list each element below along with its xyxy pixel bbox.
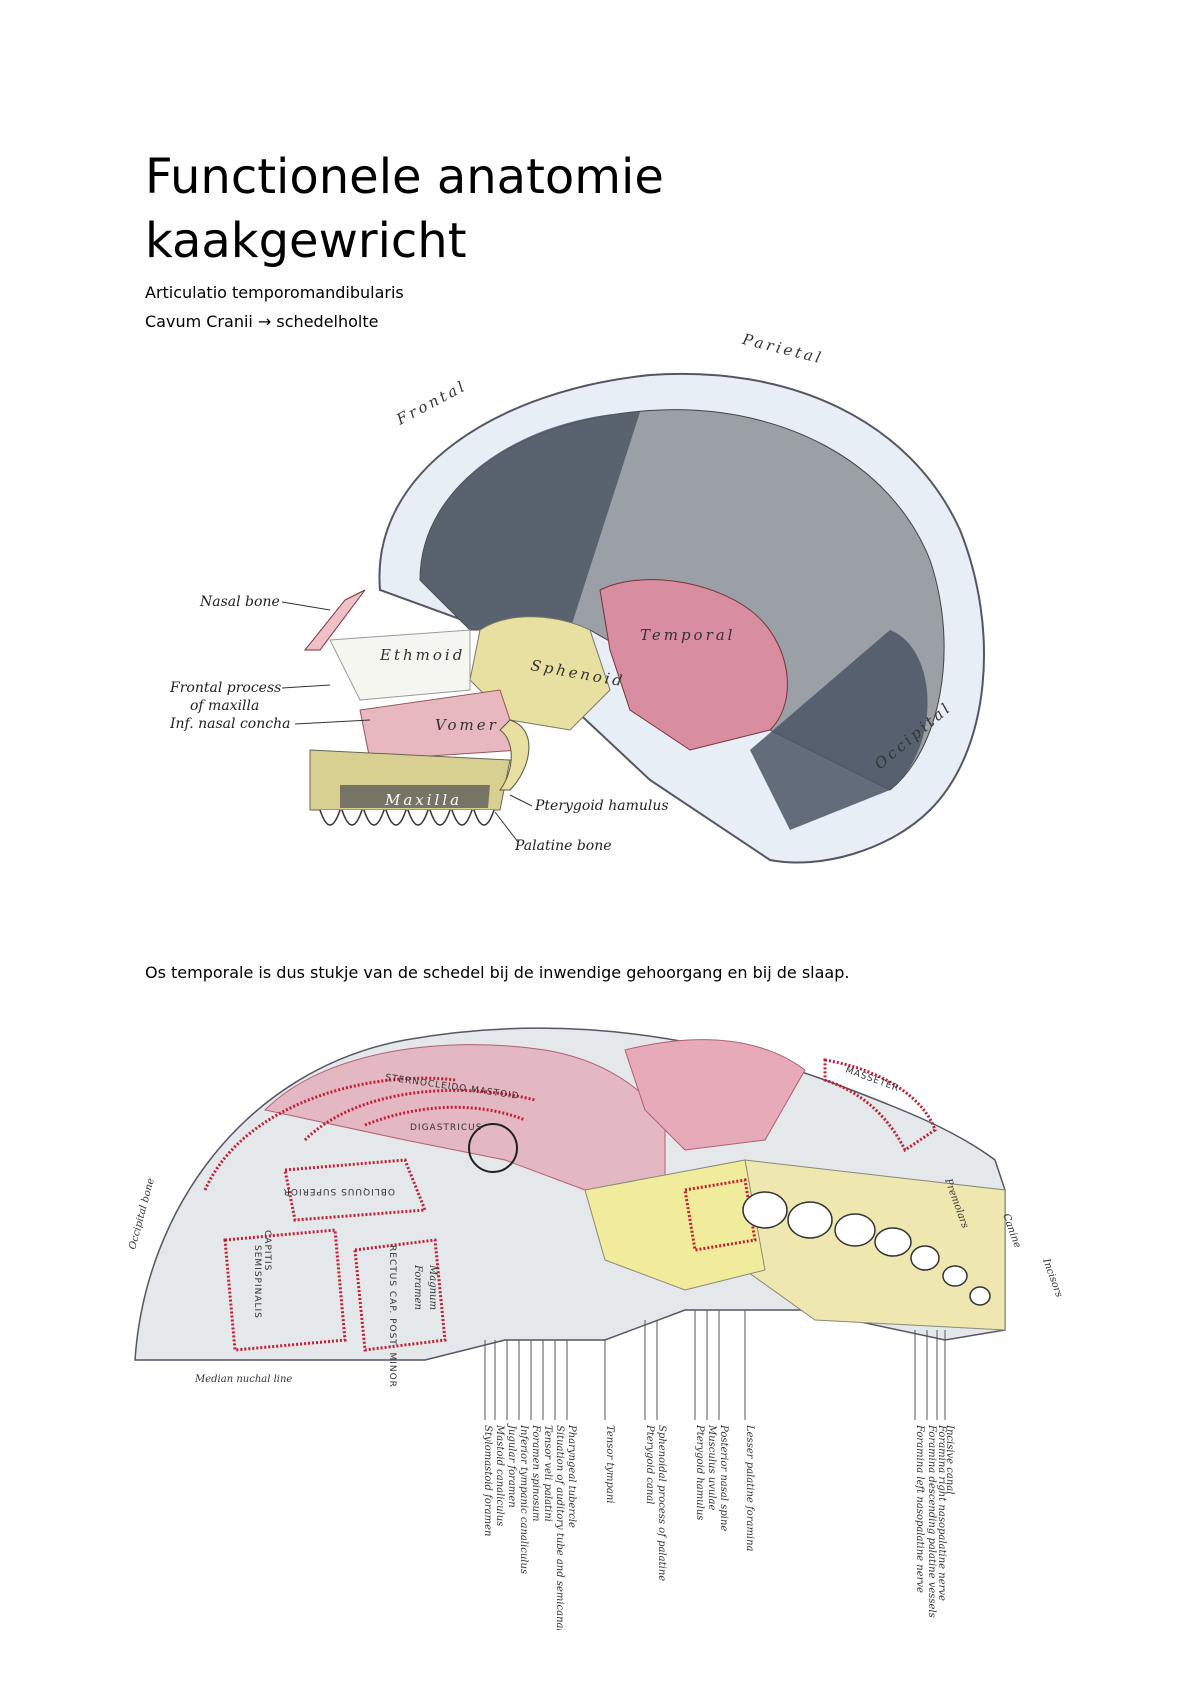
label-maxilla: Maxilla — [384, 791, 462, 809]
page-title: Functionele anatomie kaakgewricht — [145, 145, 1045, 273]
subtitle: Articulatio temporomandibularis — [145, 283, 404, 302]
skull-sagittal-figure: Frontal Parietal Occipital Temporal Ethm… — [170, 330, 985, 864]
paragraph-os-temporale: Os temporale is dus stukje van de schede… — [145, 963, 850, 982]
label-bottom-5: Foramen spinosum — [530, 1424, 541, 1521]
label-bottom-15: Lesser palatine foramina — [744, 1424, 755, 1552]
subtitle-cavum-cranii: Cavum Cranii → schedelholte — [145, 312, 379, 331]
leader-frontal-process — [281, 684, 331, 689]
frontal-region — [420, 412, 640, 630]
label-digastricus: DIGASTRICUS — [410, 1123, 482, 1133]
ethmoid-region — [329, 629, 471, 701]
label-bottom-13: Musculus uvulae — [706, 1424, 717, 1510]
label-bottom-19: Foramina right nasopalatine nerve — [936, 1424, 947, 1601]
bottom-labels: Stylomastoid foramen Mastoid canaliculus… — [482, 1310, 955, 1630]
label-bottom-16: Incisive canal — [944, 1424, 955, 1494]
label-obliquus: OBLIQUUS SUPERIOR — [283, 1186, 395, 1196]
leader-pterygoid-hamulus — [509, 794, 533, 807]
label-bottom-8: Pharyngeal tubercle — [566, 1424, 577, 1528]
label-frontal-process-2: of maxilla — [190, 698, 259, 714]
label-nasal-bone: Nasal bone — [199, 594, 280, 610]
muscle-outlines — [203, 1058, 937, 1352]
nasal-bone-shape — [303, 589, 366, 651]
label-bottom-17: Foramina left nasopalatine nerve — [914, 1424, 925, 1593]
label-frontal: Frontal — [393, 376, 470, 429]
temporal-pink-zone — [624, 1039, 806, 1151]
label-median-nuchal-line: Median nuchal line — [194, 1374, 292, 1385]
label-bottom-11: Sphenoidal process of palatine — [656, 1425, 667, 1581]
skull-base-figure: MASSETER STERNOCLEIDO MASTOID DIGASTRICU… — [127, 1027, 1064, 1630]
label-bottom-7: Situation of auditory tube and semicanal… — [554, 1425, 565, 1630]
pterygoid-shape — [499, 719, 530, 791]
label-bottom-2: Mastoid canaliculus — [494, 1424, 505, 1526]
label-magnum: Magnum — [427, 1264, 438, 1310]
label-foramen: Foramen — [412, 1264, 423, 1310]
condyle-circle-marker — [468, 1123, 518, 1173]
label-temporal: Temporal — [640, 626, 735, 644]
label-bottom-6: Tensor veli palatini — [542, 1425, 553, 1522]
label-bottom-12: Pterygoid hamulus — [694, 1424, 705, 1520]
label-frontal-process-1: Frontal process — [170, 680, 281, 696]
label-occipital-bone: Occipital bone — [127, 1177, 157, 1251]
sphenoid-region — [469, 616, 611, 731]
label-semispinalis-1: SEMISPINALIS — [252, 1245, 262, 1319]
label-ethmoid: Ethmoid — [379, 646, 465, 664]
leader-palatine-bone — [494, 811, 519, 843]
label-bottom-9: Tensor tympani — [604, 1425, 615, 1504]
temporal-region — [599, 579, 788, 751]
teeth-row — [742, 1191, 991, 1306]
title-line-1: Functionele anatomie — [145, 149, 664, 205]
label-pterygoid-hamulus: Pterygoid hamulus — [534, 798, 669, 814]
label-bottom-1: Stylomastoid foramen — [482, 1425, 493, 1536]
label-inf-nasal-concha: Inf. nasal concha — [170, 716, 290, 732]
label-bottom-18: Foramina descending palatine vessels — [926, 1424, 937, 1618]
sphenoid-yellow — [584, 1159, 766, 1291]
title-line-2: kaakgewricht — [145, 213, 467, 269]
leader-nasal-bone — [281, 601, 331, 611]
occipital-region — [750, 630, 928, 830]
label-semispinalis-2: CAPITIS — [262, 1230, 272, 1271]
label-rectus: RECTUS CAP. POST. MINOR — [387, 1245, 397, 1388]
label-parietal: Parietal — [740, 330, 826, 368]
label-incisors: Incisors — [1040, 1256, 1064, 1299]
maxilla-dark-band — [340, 785, 490, 808]
label-vomer: Vomer — [435, 716, 499, 734]
label-palatine-bone: Palatine bone — [514, 838, 612, 854]
label-bottom-4: Inferior tympanic canaliculus — [518, 1424, 529, 1574]
label-bottom-14: Posterior nasal spine — [718, 1424, 729, 1531]
teeth — [319, 809, 495, 826]
label-bottom-3: Jugular foramen — [506, 1423, 517, 1508]
leader-inf-nasal-concha — [294, 719, 371, 725]
label-bottom-10: Pterygoid canal — [644, 1424, 655, 1504]
